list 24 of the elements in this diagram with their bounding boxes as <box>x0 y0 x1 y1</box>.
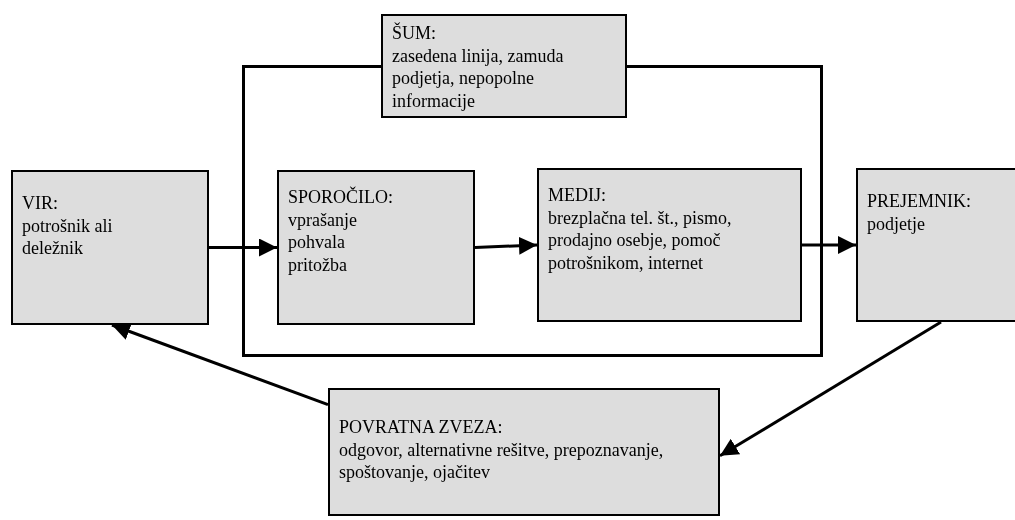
box-text: vprašanje pohvala pritožba <box>288 208 358 276</box>
arrow <box>802 236 856 254</box>
arrow <box>719 320 942 458</box>
box-heading: MEDIJ: <box>548 184 607 207</box>
arrow <box>111 322 329 407</box>
box-heading: POVRATNA ZVEZA: <box>339 416 504 439</box>
process-box <box>537 168 802 322</box>
box-heading: ŠUM: <box>392 22 437 45</box>
arrow <box>209 238 277 257</box>
process-box <box>277 170 475 325</box>
box-text: zasedena linija, zamuda podjetja, nepopolne informacije <box>392 44 565 112</box>
box-heading: SPOROČILO: <box>288 186 395 209</box>
process-box <box>856 168 1015 322</box>
arrow <box>474 236 538 255</box>
box-text: potrošnik ali deležnik <box>22 214 114 260</box>
box-heading: VIR: <box>22 192 59 215</box>
process-box <box>381 14 627 118</box>
process-box <box>328 388 720 516</box>
frame-box <box>242 65 823 357</box>
box-text: odgovor, alternativne rešitve, prepoznavanje, spoštovanje, ojačitev <box>339 438 665 484</box>
process-box <box>11 170 209 325</box>
box-text: podjetje <box>867 212 926 235</box>
box-text: brezplačna tel. št., pismo, prodajno osebje, pomoč potrošnikom, internet <box>548 206 733 274</box>
box-heading: PREJEMNIK: <box>867 190 972 213</box>
